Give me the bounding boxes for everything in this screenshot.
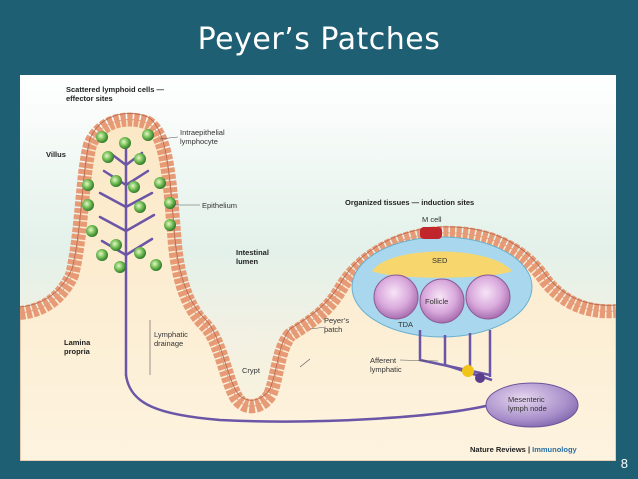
intraepithelial-lymphocytes — [82, 129, 176, 273]
follicle-left — [373, 274, 419, 320]
label-scattered-2: effector sites — [66, 94, 113, 103]
page-number: 8 — [620, 456, 628, 471]
label-mesenteric-1: Mesenteric — [508, 395, 545, 404]
lymphocyte-migrating — [475, 373, 485, 383]
label-epithelium: Epithelium — [202, 201, 237, 210]
label-mesenteric-2: lymph node — [508, 404, 547, 413]
epithelium-outline — [20, 113, 616, 401]
label-organized: Organized tissues — induction sites — [345, 198, 474, 207]
credit-brand: Nature Reviews — [470, 445, 526, 454]
label-lamina-2: propria — [64, 347, 91, 356]
label-leaders — [149, 136, 439, 375]
label-villus: Villus — [46, 150, 66, 159]
label-lamina-1: Lamina — [64, 338, 91, 347]
peyers-patch-diagram: Scattered lymphoid cells — effector site… — [20, 75, 616, 461]
follicle-right — [465, 274, 511, 320]
label-peyers-2: patch — [324, 325, 342, 334]
label-tda: TDA — [398, 320, 413, 329]
credit-separator: | — [526, 445, 532, 454]
figure-credit: Nature Reviews | Immunology — [470, 445, 578, 454]
mesenteric-lymph-node — [485, 382, 579, 428]
credit-journal: Immunology — [532, 445, 577, 454]
label-lymphatic-1: Lymphatic — [154, 330, 188, 339]
m-cell — [420, 227, 442, 239]
label-m-cell: M cell — [422, 215, 442, 224]
slide-title: Peyer’s Patches — [197, 22, 441, 57]
label-sed: SED — [432, 256, 448, 265]
label-follicle: Follicle — [425, 297, 448, 306]
sed-region — [372, 251, 512, 278]
label-lumen-1: Intestinal — [236, 248, 269, 257]
label-lymphatic-2: drainage — [154, 339, 183, 348]
follicle-center — [419, 278, 465, 324]
label-scattered-1: Scattered lymphoid cells — — [66, 85, 164, 94]
epithelium-layer — [20, 112, 616, 414]
label-peyers-1: Peyer’s — [324, 316, 349, 325]
dendritic-cell — [462, 365, 474, 377]
label-afferent-1: Afferent — [370, 356, 397, 365]
label-lumen-2: lumen — [236, 257, 259, 266]
label-crypt: Crypt — [242, 366, 261, 375]
label-intraepithelial-1: Intraepithelial — [180, 128, 225, 137]
label-intraepithelial-2: lymphocyte — [180, 137, 218, 146]
label-afferent-2: lymphatic — [370, 365, 402, 374]
diagram-svg: Scattered lymphoid cells — effector site… — [20, 75, 616, 461]
